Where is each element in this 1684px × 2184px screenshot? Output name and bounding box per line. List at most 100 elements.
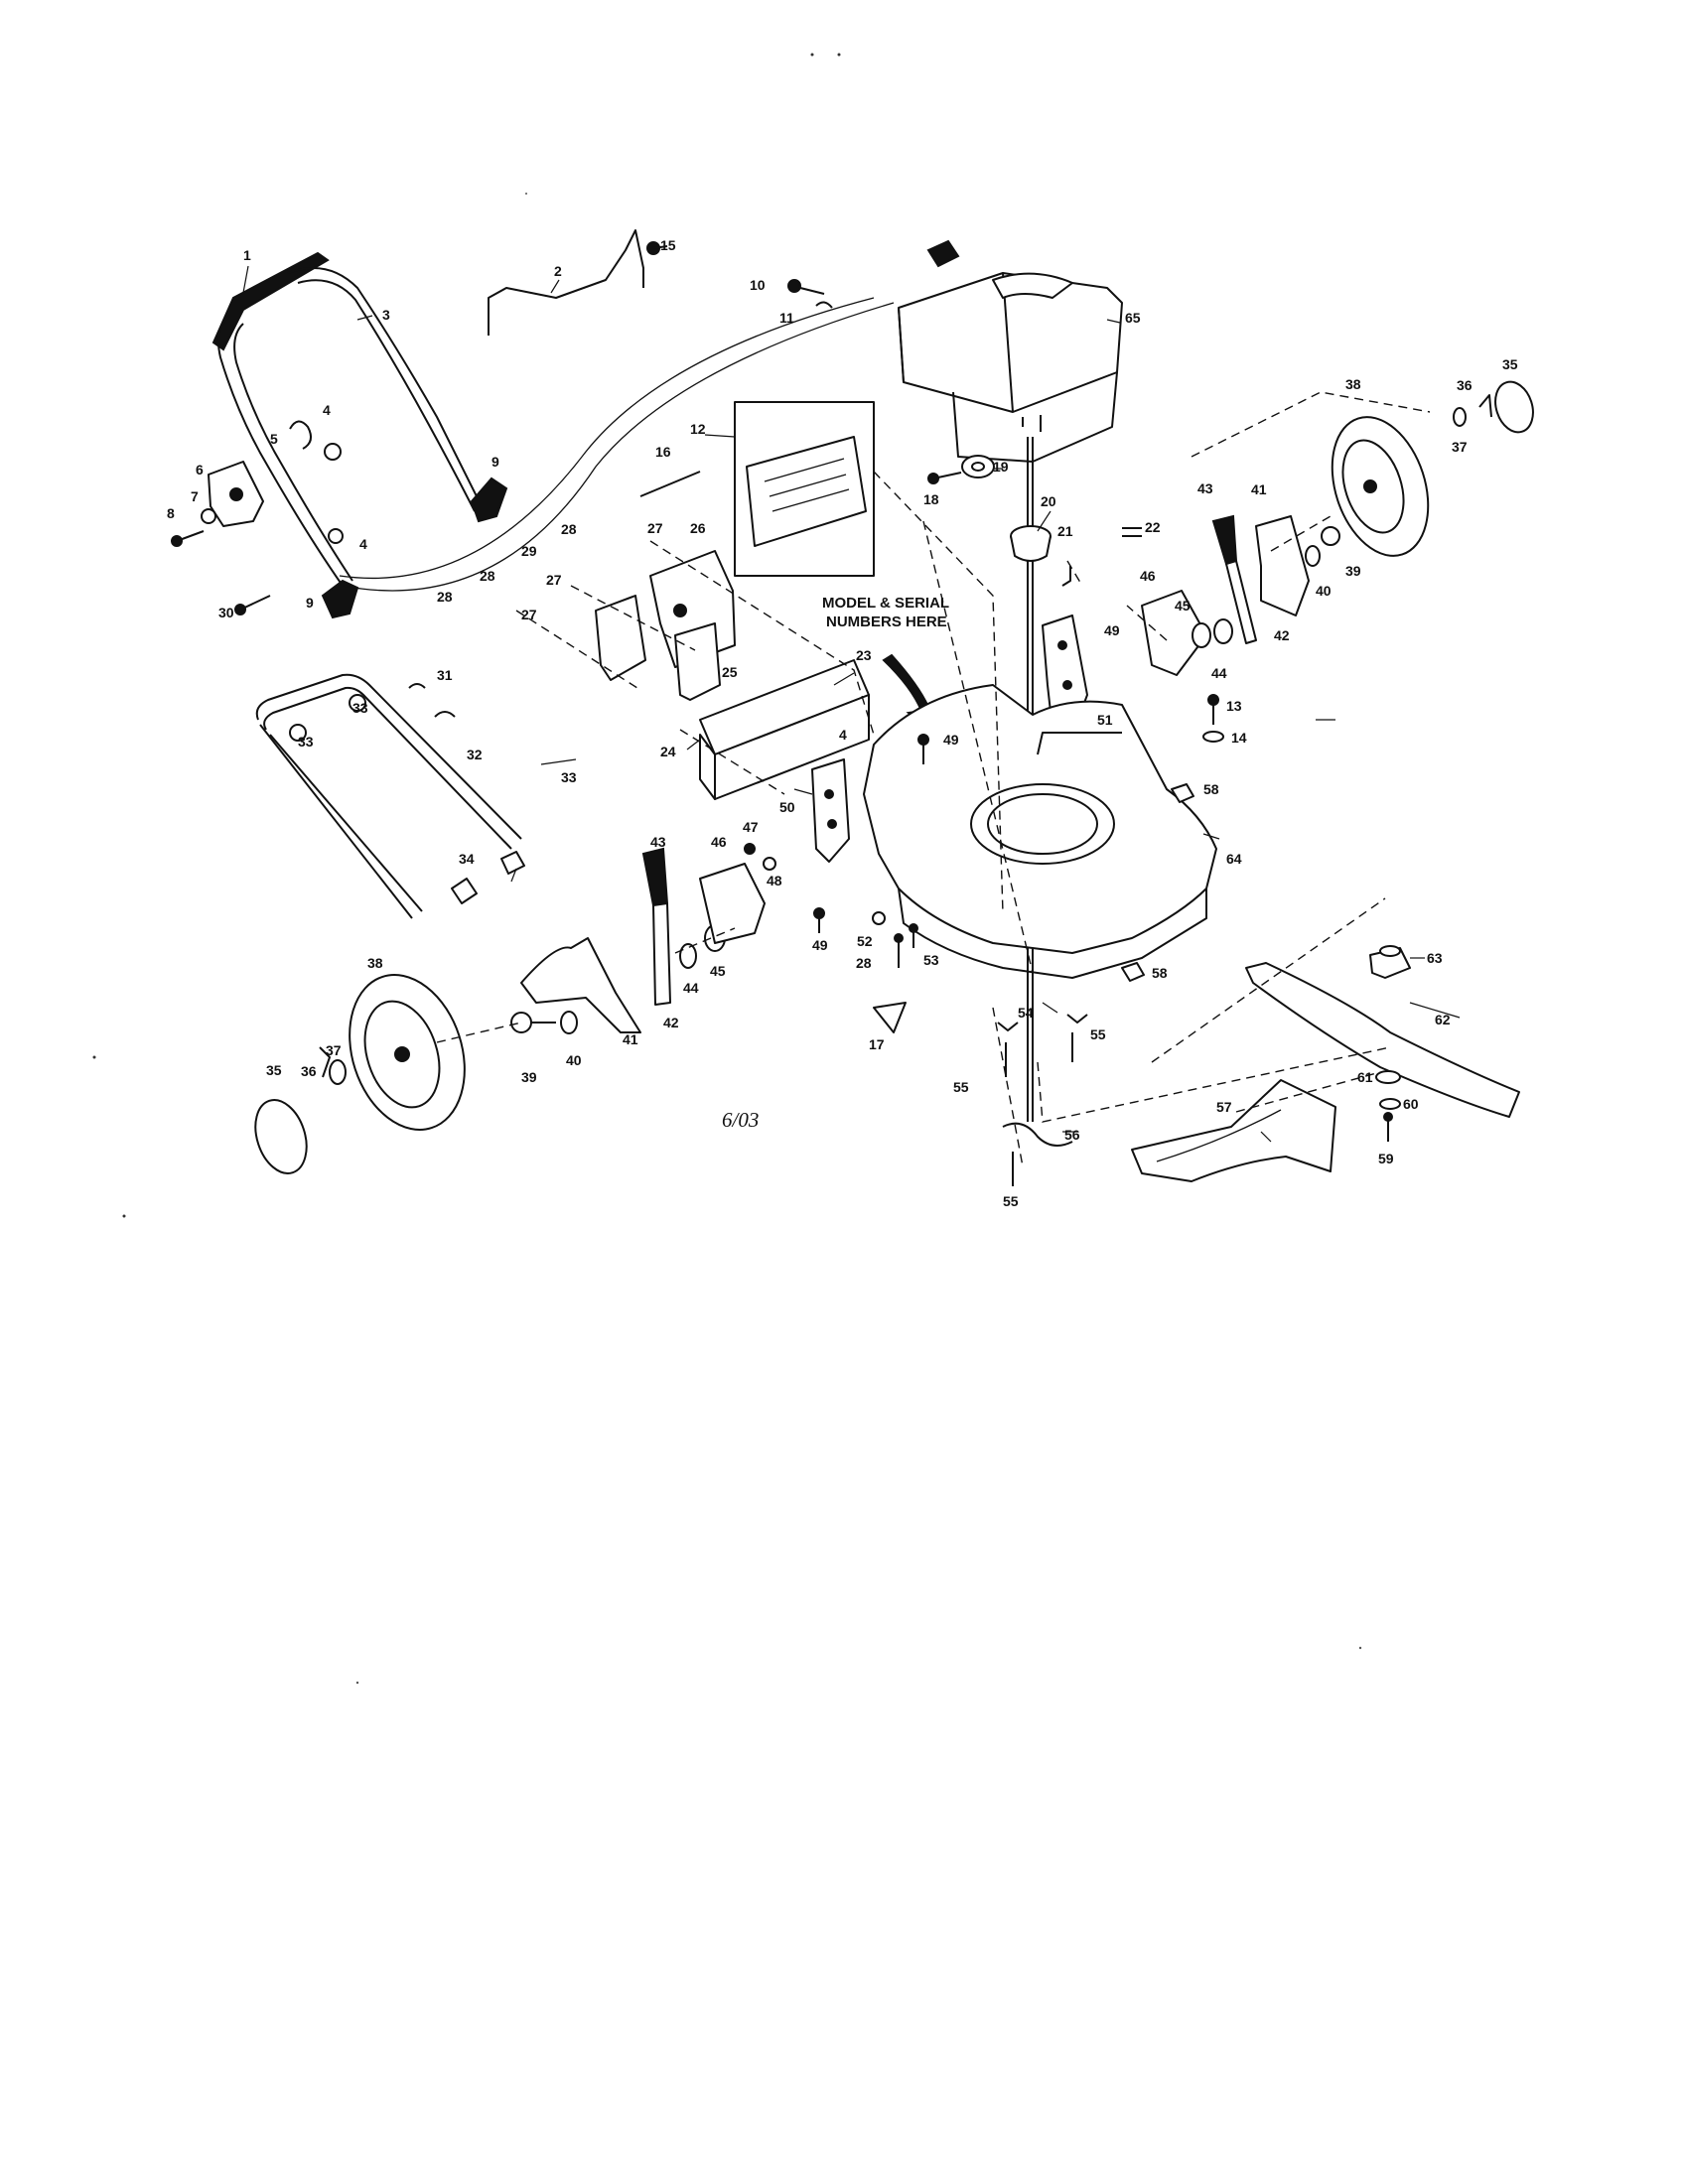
callout-9b: 9	[306, 595, 314, 611]
callout-28a: 28	[561, 521, 577, 537]
callout-5: 5	[270, 431, 278, 447]
callout-37b: 37	[326, 1042, 342, 1058]
rod-16	[639, 471, 701, 497]
callout-51: 51	[1097, 712, 1113, 728]
nut-4-middle	[328, 528, 344, 544]
bolt-28-deck	[894, 933, 904, 968]
callout-2: 2	[554, 263, 562, 279]
clip-31a	[408, 683, 426, 689]
pins-22	[1122, 527, 1142, 537]
callout-43b: 43	[650, 834, 666, 850]
bolt-18	[927, 472, 962, 484]
callout-21: 21	[1057, 523, 1073, 539]
nut-58-upper	[1171, 783, 1194, 803]
bolt-10	[787, 279, 825, 295]
callout-41b: 41	[623, 1031, 638, 1047]
callout-46a: 46	[1140, 568, 1156, 584]
callout-17: 17	[869, 1036, 885, 1052]
callout-33c: 33	[561, 769, 577, 785]
scan-specks	[92, 53, 1362, 1685]
callout-38a: 38	[1345, 376, 1361, 392]
bolt-53	[909, 923, 918, 948]
handle-knob-upper	[470, 477, 508, 523]
callout-44a: 44	[1211, 665, 1227, 681]
callout-46b: 46	[711, 834, 727, 850]
clip-36-right	[1478, 394, 1492, 418]
callout-36a: 36	[1457, 377, 1473, 393]
callout-8: 8	[167, 505, 175, 521]
callout-25: 25	[722, 664, 738, 680]
callout-27c: 27	[521, 607, 537, 622]
callout-28c: 28	[437, 589, 453, 605]
callout-40a: 40	[1316, 583, 1332, 599]
callout-34: 34	[459, 851, 475, 867]
handle-grip	[211, 251, 330, 351]
fastener-34	[451, 851, 525, 904]
callout-62: 62	[1435, 1012, 1451, 1027]
adapter-20	[1010, 525, 1052, 562]
callout-57: 57	[1216, 1099, 1232, 1115]
model-serial-note: MODEL & SERIAL NUMBERS HERE	[822, 595, 949, 630]
callout-33b: 33	[298, 734, 314, 750]
callout-27a: 27	[647, 520, 663, 536]
lever-43-right	[1211, 514, 1257, 644]
washer-60	[1379, 1098, 1401, 1110]
callout-45a: 45	[1175, 598, 1191, 614]
callout-33a: 33	[352, 700, 368, 716]
callout-58b: 58	[1152, 965, 1168, 981]
control-cable	[339, 297, 895, 592]
bolt-49-left	[813, 907, 825, 933]
leader-lines	[242, 265, 1461, 1143]
bolt-30	[234, 595, 271, 615]
engine	[898, 272, 1123, 463]
assembly-guide-lines	[436, 391, 1431, 1167]
callout-43a: 43	[1197, 480, 1213, 496]
callout-12: 12	[690, 421, 706, 437]
clip-54b	[1066, 1014, 1088, 1024]
hubcap-35-right	[1494, 380, 1534, 434]
callout-60: 60	[1403, 1096, 1419, 1112]
callout-55a: 55	[953, 1079, 969, 1095]
callout-19: 19	[993, 459, 1009, 475]
callout-31: 31	[437, 667, 453, 683]
callout-40b: 40	[566, 1052, 582, 1068]
callout-41a: 41	[1251, 481, 1267, 497]
washer-44-right	[1213, 618, 1233, 644]
clip-5	[289, 420, 313, 450]
callout-13: 13	[1226, 698, 1242, 714]
deflector-17	[873, 1002, 907, 1033]
date-mark: 6/03	[722, 1108, 759, 1132]
clip-36-left	[319, 1046, 331, 1078]
lower-handle	[255, 673, 522, 919]
callout-49b: 49	[1104, 622, 1120, 638]
callout-59: 59	[1378, 1151, 1394, 1166]
bolt-59	[1383, 1112, 1393, 1142]
callout-6: 6	[196, 462, 204, 478]
callout-23: 23	[856, 647, 872, 663]
callout-4a: 4	[323, 402, 331, 418]
callout-53: 53	[923, 952, 939, 968]
serial-label-inset	[734, 401, 875, 577]
callout-15: 15	[660, 237, 676, 253]
callout-9a: 9	[491, 454, 499, 470]
callout-56: 56	[1064, 1127, 1080, 1143]
callout-1: 1	[243, 247, 251, 263]
callout-36b: 36	[301, 1063, 317, 1079]
nut-52	[872, 911, 886, 925]
callout-16: 16	[655, 444, 671, 460]
knob-33b	[289, 724, 307, 742]
callout-37a: 37	[1452, 439, 1468, 455]
callout-49a: 49	[943, 732, 959, 748]
callout-45b: 45	[710, 963, 726, 979]
nut-58-lower	[1121, 962, 1145, 982]
plate-46-left	[699, 863, 766, 944]
callout-30: 30	[218, 605, 234, 620]
callout-39b: 39	[521, 1069, 537, 1085]
callout-48: 48	[767, 873, 782, 888]
callout-22: 22	[1145, 519, 1161, 535]
throttle-rod	[488, 229, 644, 336]
plate-46-right	[1141, 590, 1207, 676]
callout-10: 10	[750, 277, 766, 293]
upper-handle	[217, 267, 488, 587]
bracket-left-27	[595, 595, 646, 681]
